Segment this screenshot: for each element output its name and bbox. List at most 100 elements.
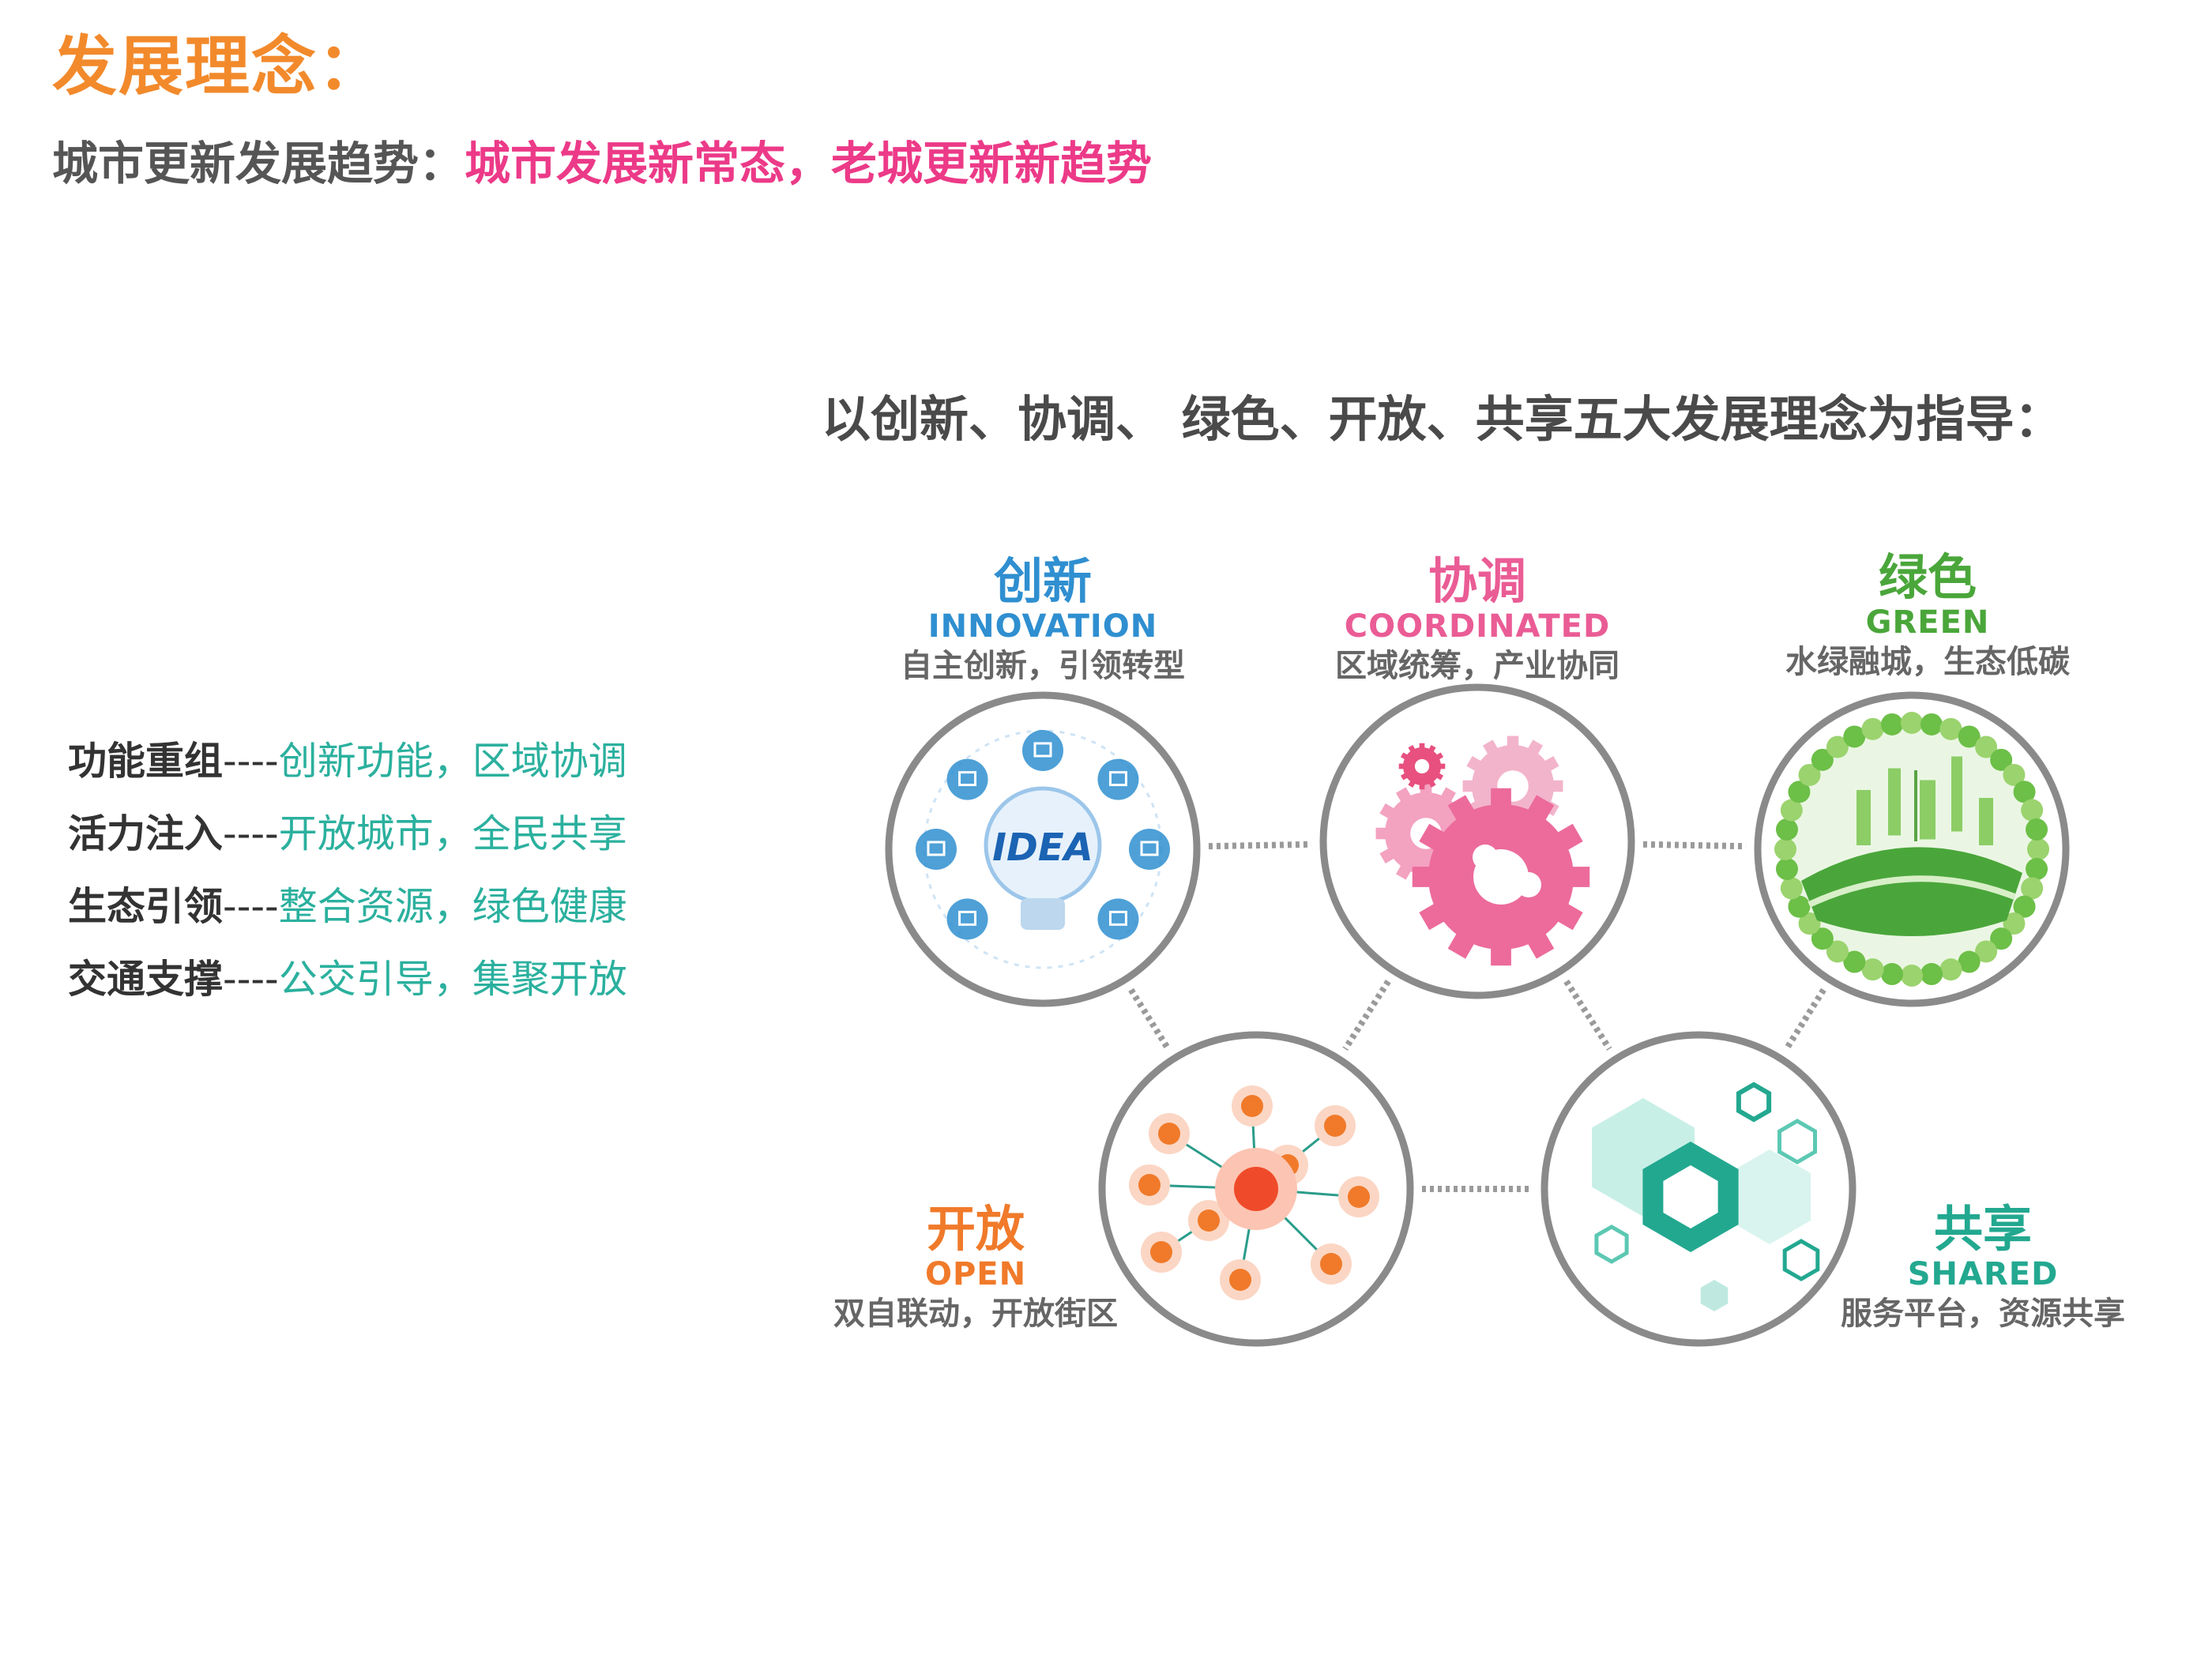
concept-zh: 共享 xyxy=(1933,1200,2032,1258)
item-value: 整合资源，绿色健康 xyxy=(278,884,627,929)
connector-lines xyxy=(1128,841,1826,1192)
concept-en: INNOVATION xyxy=(927,608,1158,645)
principle-list: 功能重组----创新功能，区域协调 活力注入----开放城市，全民共享 生态引领… xyxy=(68,725,627,1016)
connector-line xyxy=(1342,980,1391,1051)
network-node xyxy=(1150,1241,1172,1263)
concept-desc: 水绿融城，生态低碳 xyxy=(1785,644,2070,680)
leaf-dot xyxy=(1775,818,1798,841)
green-hill xyxy=(1801,847,2022,936)
network-node xyxy=(1198,1209,1220,1232)
idea-bulb-icon: IDEA xyxy=(885,691,1201,1007)
leaf-dot xyxy=(1811,748,1834,771)
leaf-dot xyxy=(1826,940,1849,963)
app-dot-icon xyxy=(946,758,988,800)
concept-en: GREEN xyxy=(1865,604,1990,641)
leaf-dot xyxy=(1975,940,1998,963)
concept-desc: 区域统筹，产业协同 xyxy=(1335,648,1620,684)
leaf-dot xyxy=(1826,735,1849,758)
hexagons-icon xyxy=(1540,1031,1856,1347)
connector-line xyxy=(1128,988,1171,1051)
building-icon xyxy=(1979,798,1993,845)
hexagon-icon xyxy=(1782,1239,1820,1281)
leaf-dot xyxy=(2013,895,2036,918)
leaf-dot xyxy=(1843,950,1866,973)
app-dot-icon xyxy=(1129,829,1170,870)
network-node xyxy=(1229,1269,1251,1291)
gear-tooth xyxy=(1419,743,1425,750)
page-subtitle: 城市更新发展趋势：城市发展新常态，老城更新新趋势 xyxy=(52,141,1152,186)
app-dot-icon xyxy=(1097,758,1139,800)
item-dash: ---- xyxy=(223,739,279,784)
app-dot-icon xyxy=(1097,898,1139,940)
concept-zh: 协调 xyxy=(1428,552,1526,610)
app-glyph-icon xyxy=(1108,771,1127,787)
hexagon-icon xyxy=(1778,1119,1817,1164)
item-key: 功能重组 xyxy=(68,739,224,784)
leaf-dot xyxy=(1990,748,2013,771)
app-glyph-icon xyxy=(1140,841,1159,856)
hexagon-icon xyxy=(1729,1149,1811,1244)
leaf-dot xyxy=(1843,725,1866,748)
hexagon-icon xyxy=(1700,1280,1729,1311)
leaf-dot xyxy=(1861,958,1884,981)
item-value: 公交引导，集聚开放 xyxy=(278,957,627,1002)
concept-label-green: 绿色 GREEN 水绿融城，生态低碳 xyxy=(1722,548,2133,680)
network-node xyxy=(1320,1253,1342,1275)
subtitle-prefix: 城市更新发展趋势： xyxy=(52,137,465,190)
leaf-dot xyxy=(1788,781,1811,803)
building-icon xyxy=(1920,780,1936,840)
leaf-dot xyxy=(1780,799,1803,822)
concept-label-open: 开放 OPEN 双自联动，开放街区 xyxy=(770,1205,1181,1330)
network-node xyxy=(1348,1186,1370,1208)
app-glyph-icon xyxy=(958,910,977,926)
building-icon xyxy=(1951,756,1962,832)
leaf-dot xyxy=(2027,838,2049,860)
leaf-dot xyxy=(1788,895,1811,918)
leaf-dot xyxy=(1939,717,1962,740)
item-value: 创新功能，区域协调 xyxy=(278,739,627,784)
connector-line xyxy=(1563,980,1612,1051)
leaf-dot xyxy=(1901,712,1923,734)
connector-line xyxy=(1208,841,1312,850)
concept-en: OPEN xyxy=(924,1256,1027,1292)
app-glyph-icon xyxy=(958,771,977,787)
page-title: 发展理念： xyxy=(52,29,385,104)
concept-circles: IDEA xyxy=(885,683,2070,1347)
gear-eye xyxy=(1473,845,1498,870)
concept-label-shared: 共享 SHARED 服务平台，资源共享 xyxy=(1778,1205,2188,1330)
concept-en: COORDINATED xyxy=(1344,608,1611,645)
leaf-dot xyxy=(1774,838,1796,860)
hexagon-icon xyxy=(1736,1082,1772,1123)
network-hub xyxy=(1234,1167,1278,1211)
river-line xyxy=(1808,875,2016,908)
item-key: 交通支撑 xyxy=(68,957,224,1002)
subtitle-highlight: 城市发展新常态，老城更新新趋势 xyxy=(465,137,1153,190)
gears-icon xyxy=(1319,683,1635,999)
building-icon xyxy=(1856,790,1871,845)
list-item: 功能重组----创新功能，区域协调 xyxy=(68,725,627,798)
app-glyph-icon xyxy=(1108,910,1127,926)
concept-zh: 绿色 xyxy=(1878,548,1977,606)
leaf-dot xyxy=(2003,763,2026,786)
leaf-dot xyxy=(1798,763,1821,786)
leaf-dot xyxy=(1775,858,1798,881)
gear-eye xyxy=(1516,872,1541,897)
item-dash: ---- xyxy=(223,884,279,929)
network-node xyxy=(1138,1174,1161,1196)
gear-hole xyxy=(1414,758,1430,774)
concept-en: SHARED xyxy=(1907,1256,2059,1292)
item-key: 活力注入 xyxy=(68,811,224,856)
list-item: 生态引领----整合资源，绿色健康 xyxy=(68,871,627,943)
app-glyph-icon xyxy=(927,841,946,856)
leaf-dot xyxy=(2013,781,2036,803)
idea-text: IDEA xyxy=(992,826,1093,870)
concept-label-innovation: 创新 INNOVATION 自主创新，引领转型 xyxy=(837,557,1248,683)
list-item: 活力注入----开放城市，全民共享 xyxy=(68,798,627,871)
leaf-dot xyxy=(1958,725,1981,748)
green-city-icon xyxy=(1754,691,2070,1007)
app-dot-icon xyxy=(946,898,988,940)
leaf-dot xyxy=(1920,713,1943,735)
network-node xyxy=(1241,1095,1263,1117)
leaf-dot xyxy=(1880,963,1903,986)
leaf-dot xyxy=(1880,713,1903,735)
